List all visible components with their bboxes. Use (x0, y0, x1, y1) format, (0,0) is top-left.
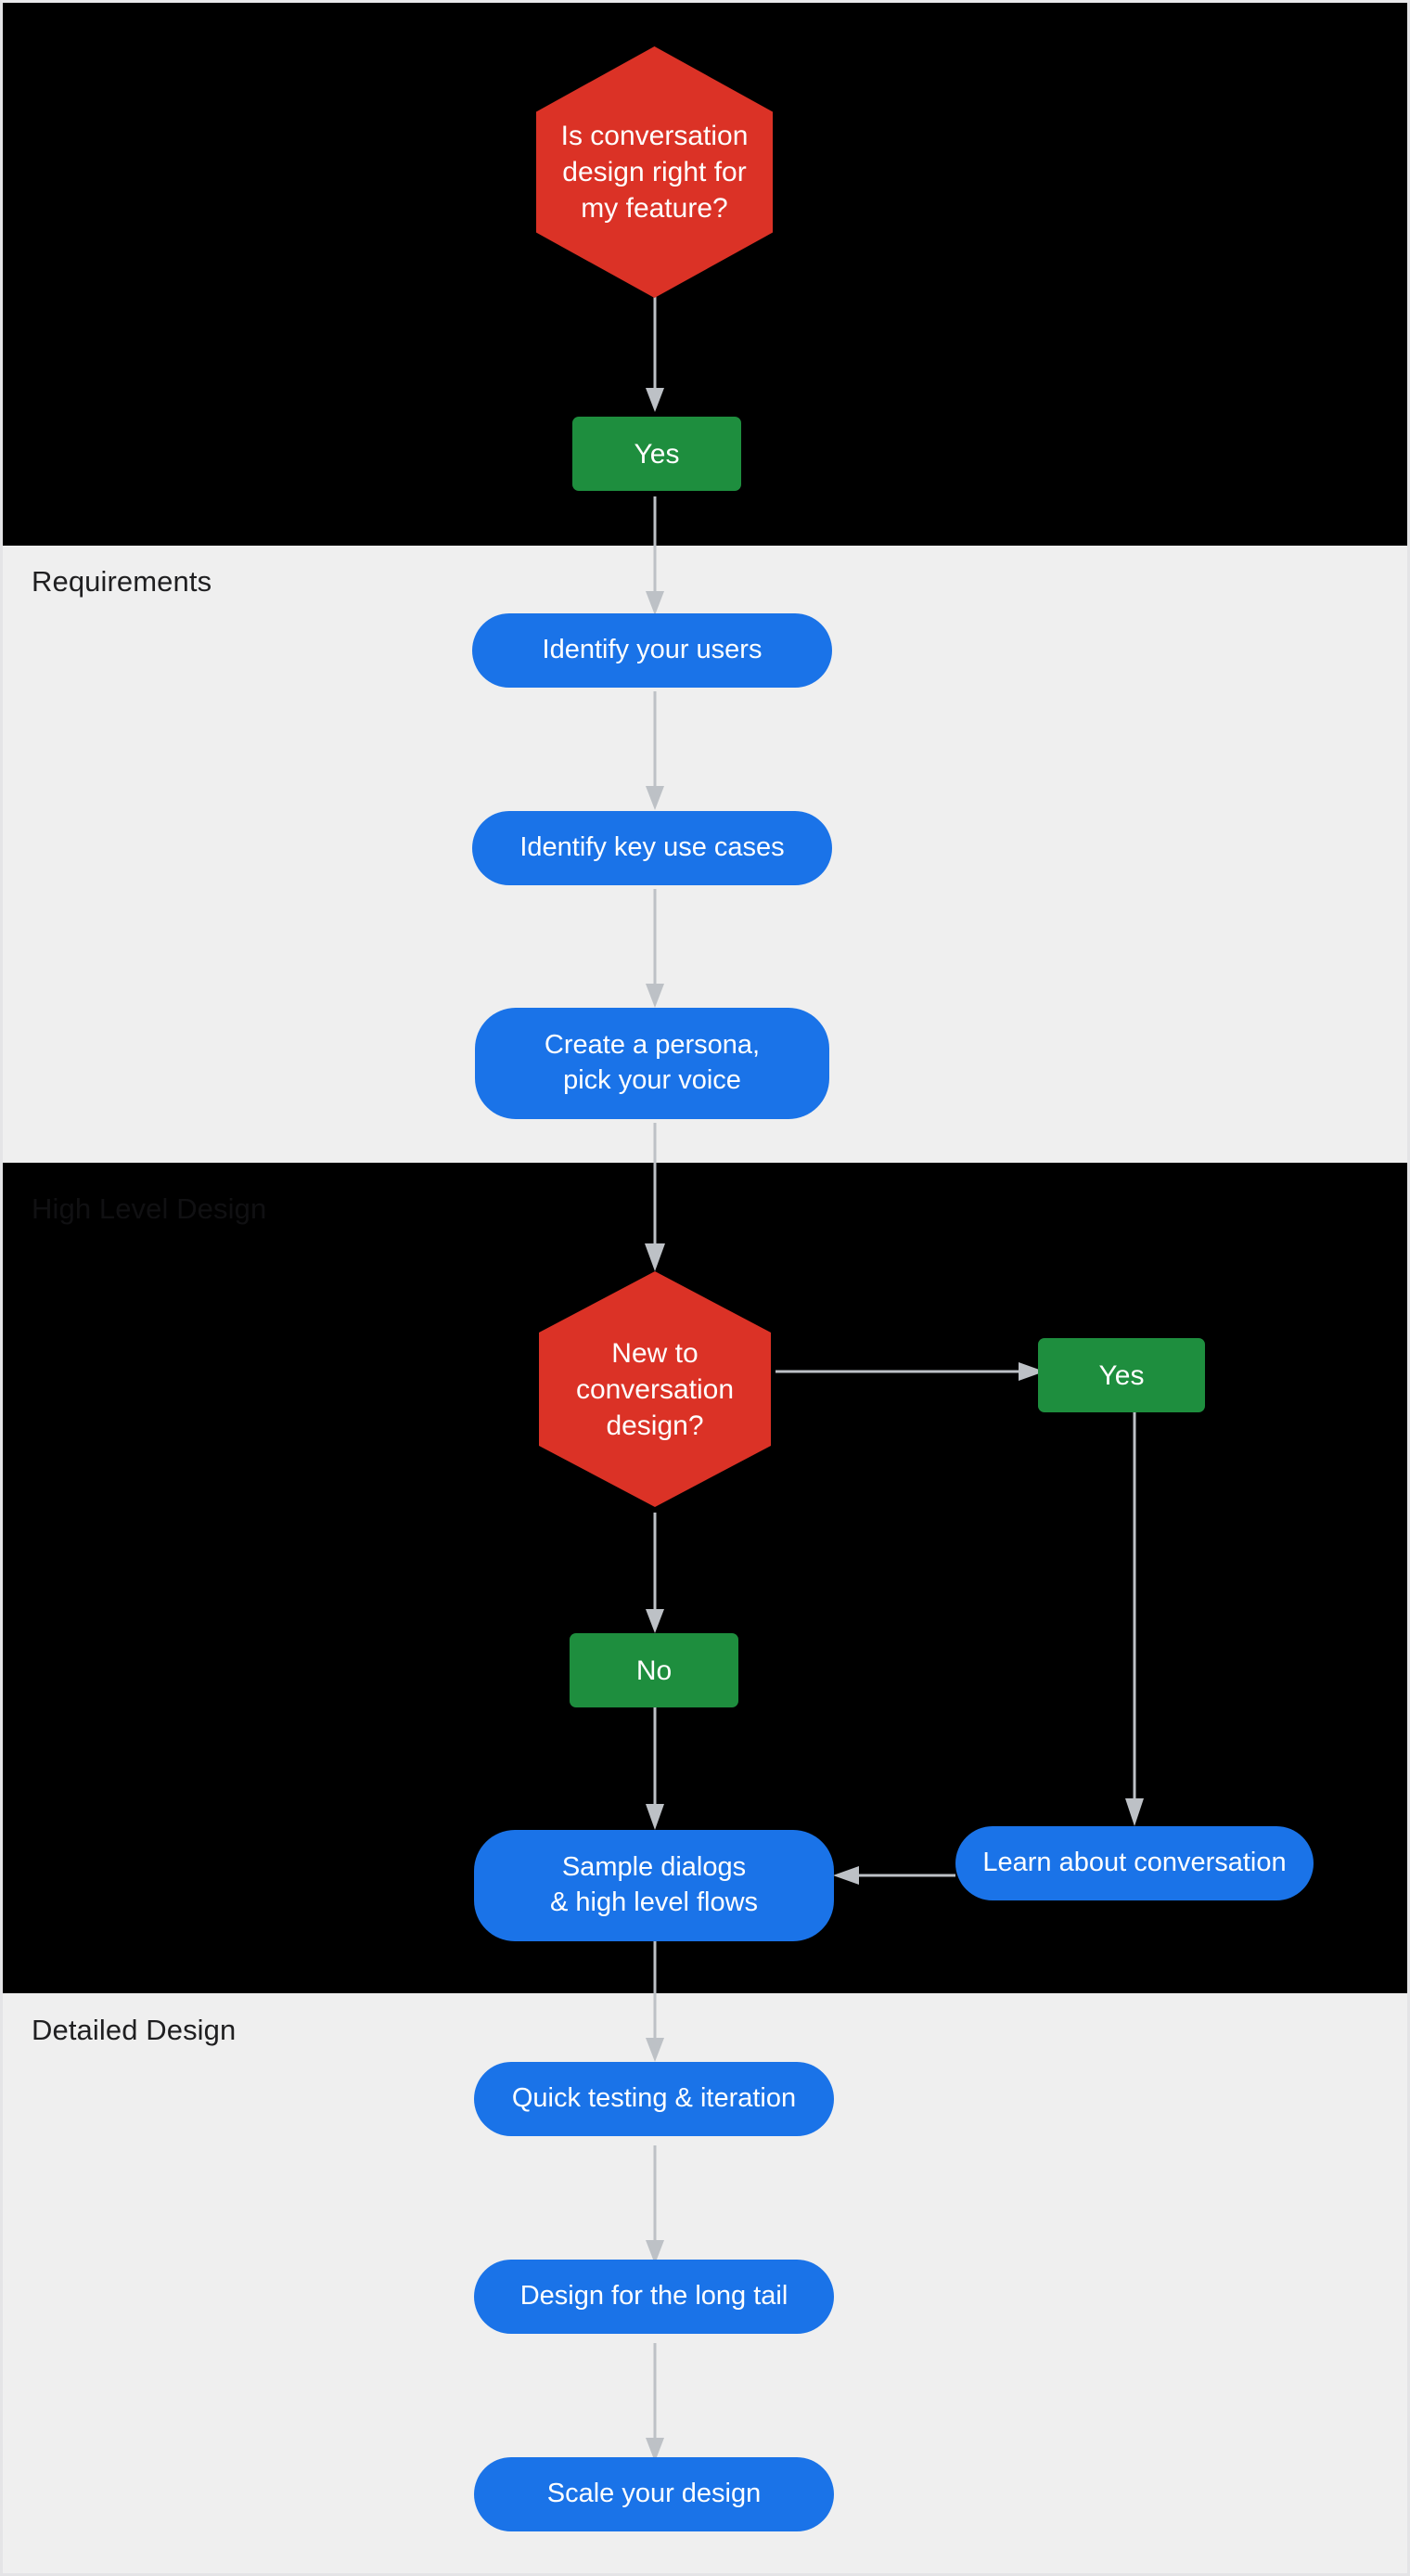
connector-quick-testing-to-long-tail (642, 2145, 668, 2264)
node-step-scale-your-design[interactable]: Scale your design (474, 2457, 834, 2531)
node-step-design-for-the-long-tail[interactable]: Design for the long tail (474, 2260, 834, 2334)
node-step-create-a-persona[interactable]: Create a persona, pick your voice (475, 1008, 829, 1119)
connector-new-to-conversation-to-yes (776, 1359, 1045, 1384)
section-title-high-level-design: High Level Design (32, 1192, 267, 1225)
connector-identify-users-to-use-cases (642, 691, 668, 810)
connector-yes-to-learn-about-conversation (1122, 1412, 1147, 1826)
node-step-learn-about-conversation[interactable]: Learn about conversation (955, 1826, 1314, 1900)
connector-yes-to-identify-users (642, 496, 668, 615)
node-step-identify-key-use-cases[interactable]: Identify key use cases (472, 811, 832, 885)
node-answer-no-new-to-conversation[interactable]: No (570, 1633, 738, 1707)
connector-long-tail-to-scale-your-design (642, 2343, 668, 2462)
node-step-quick-testing-iteration[interactable]: Quick testing & iteration (474, 2062, 834, 2136)
connector-persona-to-new-to-conversation (642, 1123, 668, 1271)
section-title-detailed-design: Detailed Design (32, 2014, 237, 2046)
node-answer-yes-start[interactable]: Yes (572, 417, 741, 491)
connector-new-to-conversation-to-no (642, 1513, 668, 1633)
node-step-sample-dialogs-high-level-flows[interactable]: Sample dialogs & high level flows (474, 1830, 834, 1941)
node-answer-yes-new-to-conversation[interactable]: Yes (1038, 1338, 1205, 1412)
node-step-identify-your-users[interactable]: Identify your users (472, 613, 832, 688)
connector-use-cases-to-persona (642, 889, 668, 1008)
connector-no-to-sample-dialogs (642, 1706, 668, 1830)
connector-decision-start-to-yes (642, 297, 668, 412)
connector-learn-to-sample-dialogs (833, 1863, 955, 1887)
connector-sample-dialogs-to-quick-testing (642, 1939, 668, 2062)
section-title-requirements: Requirements (32, 565, 212, 598)
